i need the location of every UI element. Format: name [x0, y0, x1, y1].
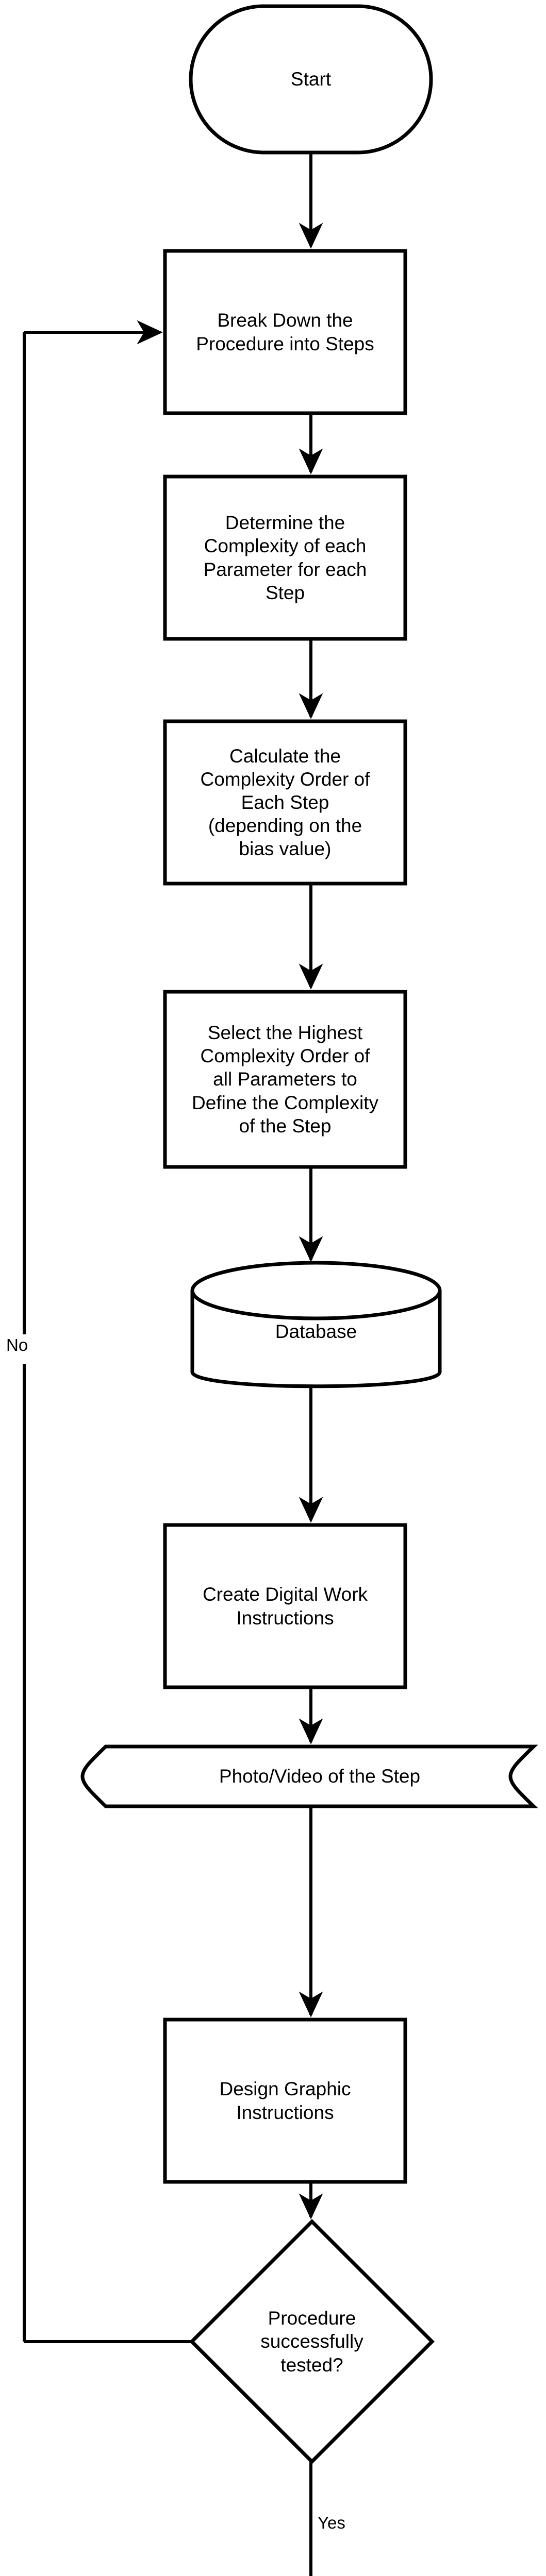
node-createdwi-shape: [163, 1523, 407, 1689]
node-determine-shape: [163, 474, 407, 641]
node-select-shape: [163, 990, 407, 1169]
node-photovideo-shape: [80, 1744, 538, 1808]
node-start-shape: [189, 4, 433, 155]
node-designgraph-shape: [163, 2018, 407, 2184]
node-calculate-shape: [163, 719, 407, 886]
node-decision-shape: [189, 2219, 435, 2464]
node-breakdown-shape: [163, 249, 407, 415]
edge-decision-breakdown-no: [23, 320, 192, 2343]
edge-label-yes: Yes: [318, 2513, 345, 2532]
node-database-shape: [190, 1261, 442, 1388]
edge-label-no: No: [6, 1335, 28, 1354]
